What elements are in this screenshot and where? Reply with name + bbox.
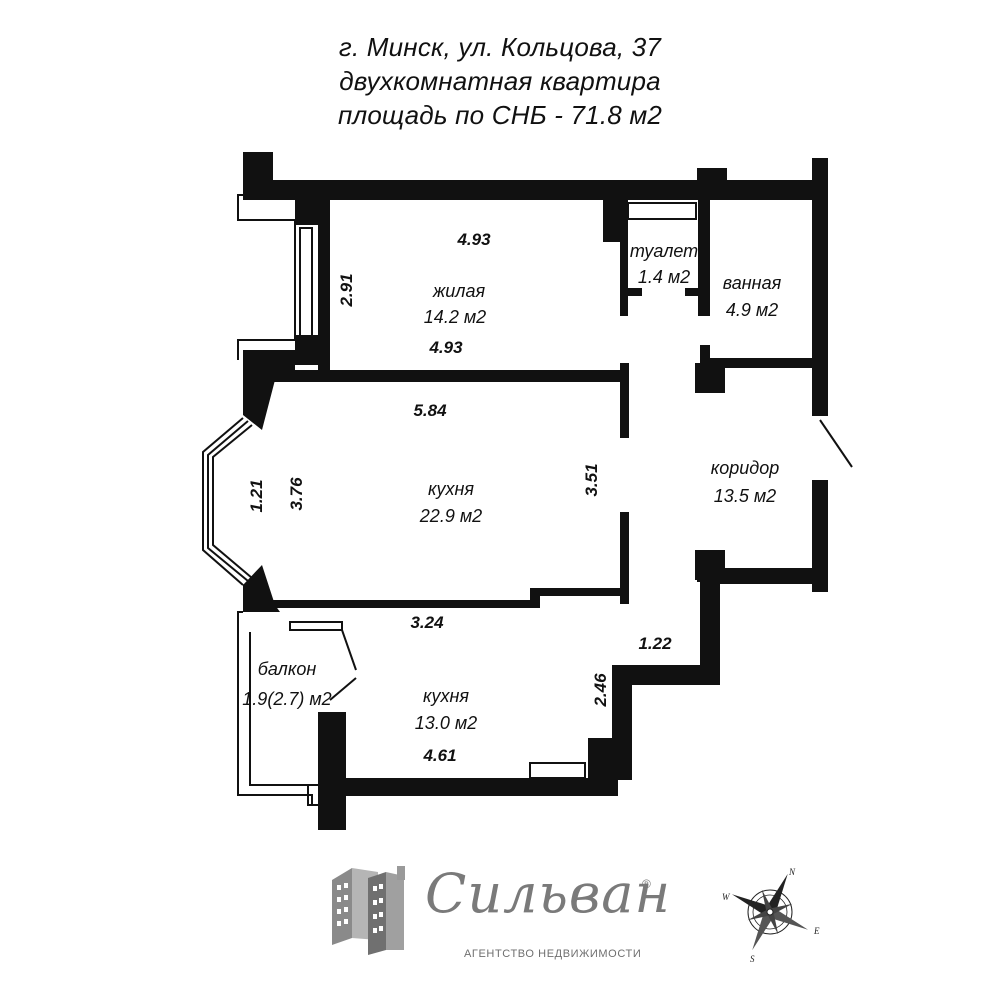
dim-living-side: 2.91 bbox=[337, 273, 356, 307]
wall-top bbox=[243, 180, 821, 200]
wall-toilet-bottom-right bbox=[685, 288, 705, 296]
wall-kitchen2-left bbox=[318, 712, 346, 830]
bathroom-area: 4.9 м2 bbox=[726, 300, 778, 320]
bay-window-mid bbox=[207, 420, 249, 582]
kitchen-big-name: кухня bbox=[428, 479, 474, 499]
kitchen2-sill bbox=[529, 762, 586, 779]
dim-kitchen-top: 5.84 bbox=[413, 401, 447, 420]
living-room-area: 14.2 м2 bbox=[424, 307, 486, 327]
bay-window-outer bbox=[202, 417, 244, 586]
compass-s: S bbox=[750, 954, 755, 964]
wall-corridor-step bbox=[588, 550, 828, 780]
toilet-name: туалет bbox=[630, 241, 698, 261]
balcony-area: 1.9(2.7) м2 bbox=[242, 689, 331, 709]
wall-kitchen2-bottom bbox=[318, 778, 618, 796]
dim-kitchen2-top: 3.24 bbox=[410, 613, 444, 632]
wall-toilet-right bbox=[698, 198, 710, 316]
wall-right-upper bbox=[812, 158, 828, 416]
dim-kitchen-right: 3.51 bbox=[582, 463, 601, 496]
kitchen-small-name: кухня bbox=[423, 686, 469, 706]
corridor-area: 13.5 м2 bbox=[714, 486, 776, 506]
balcony-corner-post bbox=[307, 784, 321, 806]
compass-w: W bbox=[722, 892, 731, 902]
wall-bath-bottom bbox=[700, 358, 820, 368]
balcony-door-swing bbox=[341, 629, 357, 671]
plan-header: г. Минск, ул. Кольцова, 37 двухкомнатная… bbox=[0, 30, 1000, 132]
balcony-door-swing2 bbox=[329, 677, 357, 701]
kitchen-big-area: 22.9 м2 bbox=[419, 506, 482, 526]
kitchen-small-area: 13.0 м2 bbox=[415, 713, 477, 733]
bay-window-inner bbox=[212, 424, 253, 579]
address-title: г. Минск, ул. Кольцова, 37 bbox=[338, 32, 662, 62]
logo-registered-mark: ® bbox=[642, 877, 651, 891]
apartment-type: двухкомнатная квартира bbox=[339, 66, 661, 96]
wall-kitchen-right-lower bbox=[620, 512, 629, 604]
compass-n: N bbox=[788, 867, 796, 877]
wall-kitchen-right-upper bbox=[620, 363, 629, 438]
wall-living-pillar bbox=[295, 335, 325, 365]
bathroom-name: ванная bbox=[723, 273, 782, 293]
corridor-name: коридор bbox=[711, 458, 780, 478]
toilet-area: 1.4 м2 bbox=[638, 267, 690, 287]
dim-kitchen2-bottom: 4.61 bbox=[422, 746, 456, 765]
wall-top-pillar-right bbox=[697, 168, 727, 198]
wall-bath-pillar bbox=[695, 363, 725, 393]
wall-kitchen-bottom bbox=[272, 588, 629, 608]
toilet-fixture bbox=[627, 202, 697, 220]
wall-corridor-pillar bbox=[695, 550, 725, 580]
wall-toilet-bottom-left bbox=[620, 288, 642, 296]
balcony-name: балкон bbox=[258, 659, 317, 679]
entry-door-swing bbox=[819, 419, 853, 468]
compass-rose-icon bbox=[731, 873, 809, 951]
wall-top-left-block bbox=[243, 152, 273, 200]
walls bbox=[202, 152, 853, 830]
dim-living-bottom: 4.93 bbox=[428, 338, 463, 357]
wall-bay-top-block bbox=[243, 350, 295, 430]
wall-living-left bbox=[318, 200, 330, 375]
logo-buildings-icon bbox=[332, 866, 405, 955]
wall-toilet-left bbox=[620, 198, 628, 316]
dim-bay-width: 1.21 bbox=[247, 479, 266, 512]
dim-kitchen-left: 3.76 bbox=[287, 477, 306, 511]
wall-right-lower bbox=[812, 480, 828, 592]
wall-bath-stub bbox=[700, 345, 710, 365]
compass-e: E bbox=[813, 926, 820, 936]
balcony-door-frame bbox=[289, 621, 343, 631]
total-area: площадь по СНБ - 71.8 м2 bbox=[337, 100, 663, 130]
agency-logo-name: Сильван bbox=[425, 862, 672, 925]
living-room-name: жилая bbox=[432, 281, 486, 301]
dim-living-top: 4.93 bbox=[456, 230, 491, 249]
wall-bay-bottom-block bbox=[243, 565, 280, 612]
living-window-outline bbox=[237, 194, 296, 360]
wall-living-bottom bbox=[272, 370, 627, 382]
agency-logo-subtitle: АГЕНТСТВО НЕДВИЖИМОСТИ bbox=[464, 948, 642, 960]
dim-step-width: 1.22 bbox=[638, 634, 672, 653]
balcony-outline-inner bbox=[249, 632, 318, 786]
living-window-frame bbox=[299, 227, 313, 337]
dim-kitchen2-right: 2.46 bbox=[591, 673, 610, 708]
